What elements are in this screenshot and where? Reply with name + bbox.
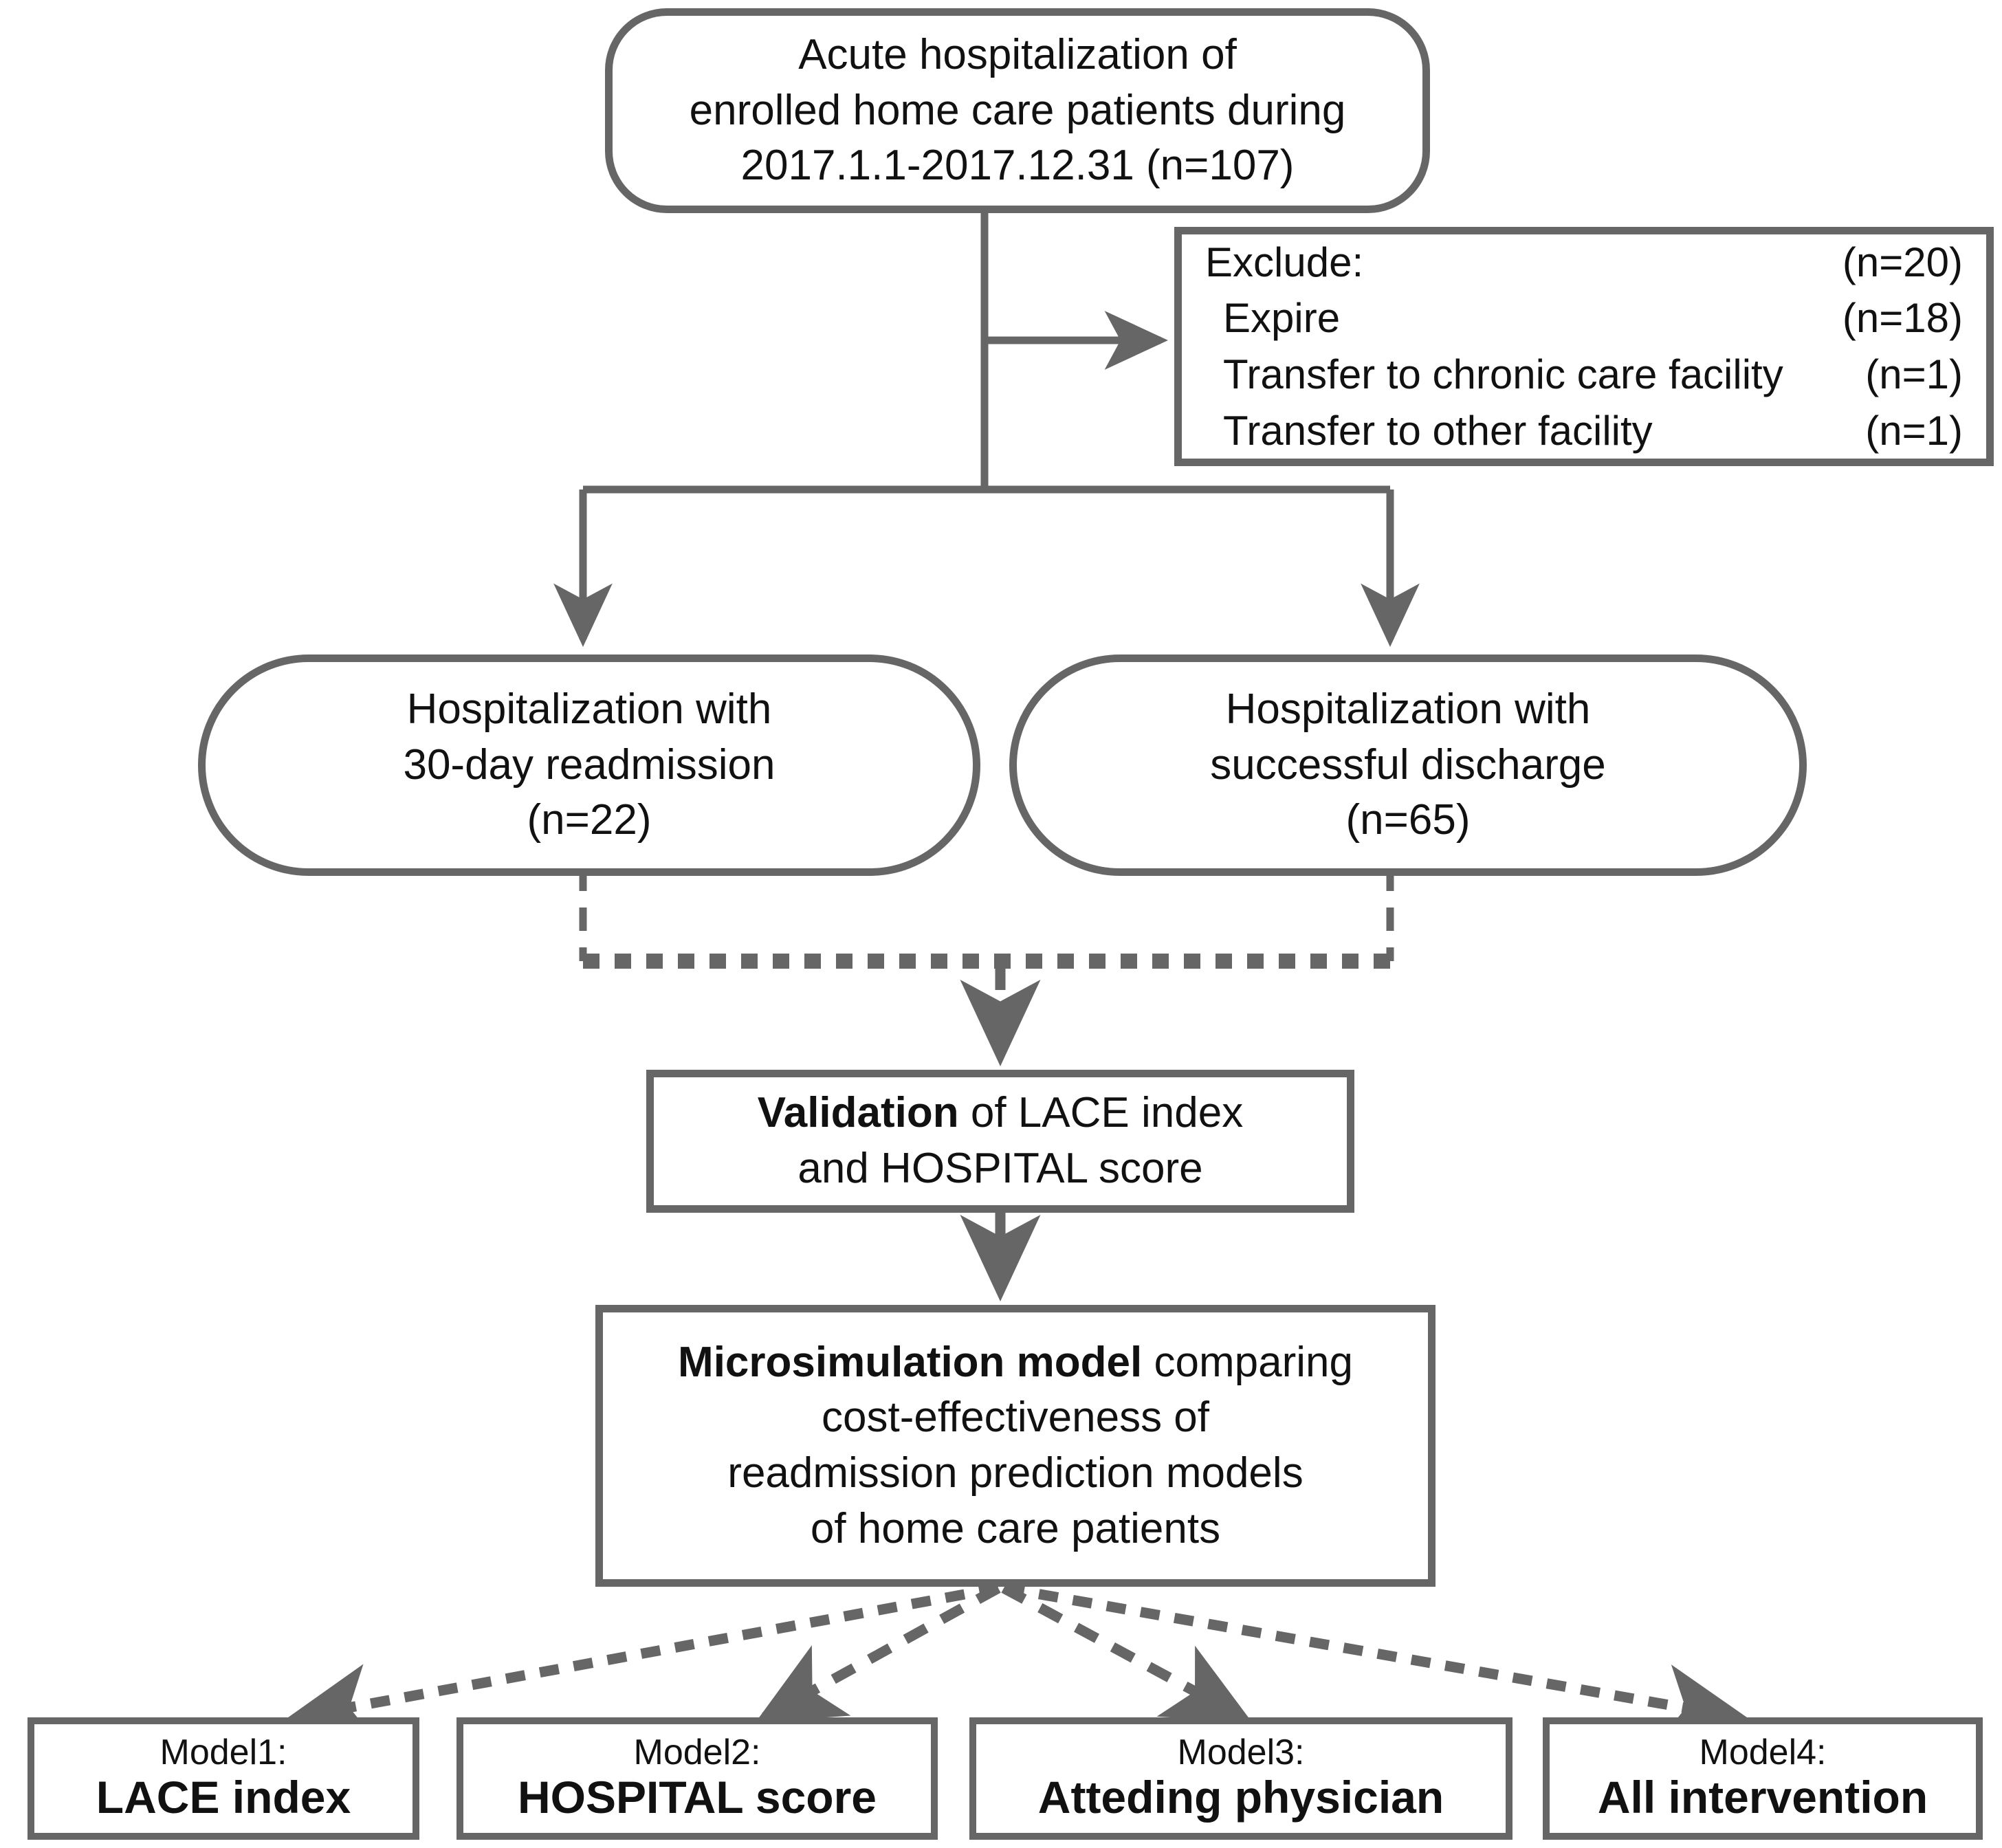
connector-microsimulation-to-model4	[1004, 1583, 1750, 1744]
node-model1[interactable]: Model1: LACE index	[28, 1717, 419, 1840]
node-microsimulation-line-1-rest: comparing	[1142, 1338, 1353, 1386]
node-model3-title: Atteding physician	[1037, 1771, 1444, 1823]
exclusion-row-total-count: (n=20)	[1842, 239, 1963, 285]
node-hospitalization-discharge-line-3: (n=65)	[1345, 796, 1471, 844]
node-hospitalization-discharge-line-2: successful discharge	[1210, 740, 1606, 789]
node-model4-title: All intervention	[1597, 1771, 1928, 1823]
node-acute-hospitalization-line-2: enrolled home care patients during	[689, 86, 1346, 134]
connector-microsimulation-to-model2	[755, 1583, 1001, 1723]
node-hospitalization-readmission-line-1: Hospitalization with	[406, 685, 772, 734]
node-model2-title: HOSPITAL score	[517, 1771, 877, 1823]
node-model1-label: Model1:	[160, 1732, 287, 1773]
node-model3-label: Model3:	[1177, 1732, 1305, 1773]
exclusion-row-chronic-care-label: Transfer to chronic care facility	[1223, 351, 1783, 397]
exclusion-row-expire-label: Expire	[1223, 295, 1341, 342]
node-acute-hospitalization-line-3: 2017.1.1-2017.12.31 (n=107)	[740, 142, 1295, 190]
exclusion-row-chronic-care-count: (n=1)	[1865, 351, 1963, 397]
node-hospitalization-discharge[interactable]: Hospitalization with successful discharg…	[1009, 654, 1807, 876]
node-model4[interactable]: Model4: All intervention	[1543, 1717, 1983, 1840]
node-exclusion-criteria[interactable]: Exclude: (n=20) Expire (n=18) Transfer t…	[1174, 227, 1994, 466]
node-validation-line-2: and HOSPITAL score	[798, 1145, 1203, 1192]
node-model1-title: LACE index	[96, 1771, 351, 1823]
node-model2[interactable]: Model2: HOSPITAL score	[456, 1717, 938, 1840]
node-acute-hospitalization-line-1: Acute hospitalization of	[798, 31, 1237, 79]
node-microsimulation-line-4: of home care patients	[810, 1504, 1221, 1552]
node-validation-emphasis: Validation	[757, 1089, 959, 1137]
node-validation-line-1: Validation of LACE index	[758, 1086, 1243, 1141]
node-microsimulation-line-1: Microsimulation model comparing	[678, 1335, 1353, 1391]
exclusion-row-other-facility-count: (n=1)	[1865, 407, 1963, 454]
connector-microsimulation-to-model3	[1001, 1583, 1253, 1723]
node-model4-label: Model4:	[1699, 1732, 1827, 1773]
node-acute-hospitalization[interactable]: Acute hospitalization of enrolled home c…	[605, 8, 1430, 213]
node-hospitalization-discharge-line-1: Hospitalization with	[1225, 685, 1591, 734]
exclusion-row-total: Exclude: (n=20)	[1205, 234, 1963, 291]
node-model3[interactable]: Model3: Atteding physician	[969, 1717, 1512, 1840]
exclusion-row-expire-count: (n=18)	[1842, 295, 1963, 342]
node-hospitalization-readmission[interactable]: Hospitalization with 30-day readmission …	[198, 654, 980, 876]
connector-microsimulation-to-model1	[285, 1583, 1000, 1744]
exclusion-row-expire: Expire (n=18)	[1205, 290, 1963, 346]
node-hospitalization-readmission-line-3: (n=22)	[527, 796, 652, 844]
exclusion-row-total-label: Exclude:	[1205, 239, 1364, 285]
node-microsimulation-model[interactable]: Microsimulation model comparing cost-eff…	[595, 1305, 1436, 1587]
exclusion-row-chronic-care: Transfer to chronic care facility (n=1)	[1205, 346, 1963, 403]
node-microsimulation-line-3: readmission prediction models	[727, 1449, 1304, 1497]
node-model2-label: Model2:	[633, 1732, 761, 1773]
node-hospitalization-readmission-line-2: 30-day readmission	[403, 740, 776, 789]
node-microsimulation-line-2: cost-effectiveness of	[821, 1394, 1210, 1442]
node-validation[interactable]: Validation of LACE index and HOSPITAL sc…	[646, 1070, 1354, 1213]
node-validation-line-1-rest: of LACE index	[958, 1089, 1244, 1137]
exclusion-row-other-facility: Transfer to other facility (n=1)	[1205, 403, 1963, 459]
node-microsimulation-emphasis: Microsimulation model	[678, 1338, 1143, 1386]
exclusion-row-other-facility-label: Transfer to other facility	[1223, 407, 1653, 454]
